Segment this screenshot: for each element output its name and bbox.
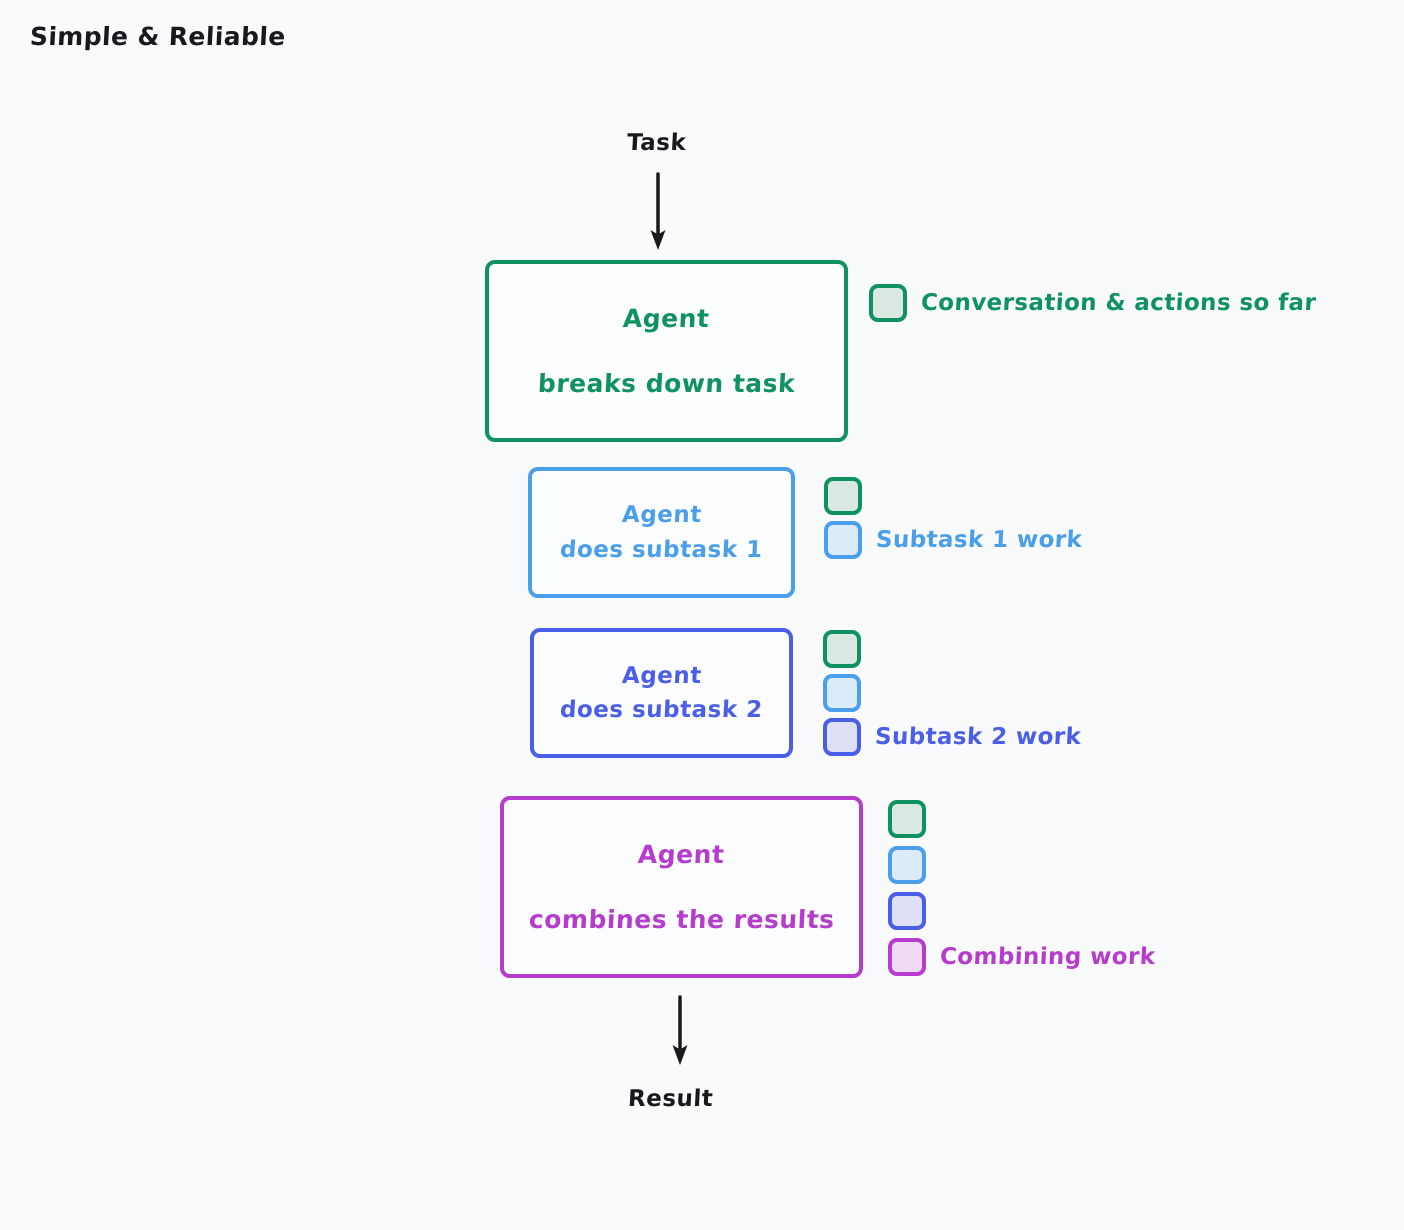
swatch-green-icon bbox=[869, 284, 907, 322]
swatch-indigo-icon bbox=[823, 718, 861, 756]
page-title: Simple & Reliable bbox=[29, 22, 287, 51]
agent-box-does-subtask-1[interactable]: Agent does subtask 1 bbox=[528, 467, 795, 598]
legend-group-subtask-2: Subtask 2 work bbox=[823, 630, 1082, 756]
swatch-blue-icon bbox=[823, 674, 861, 712]
legend-row bbox=[824, 477, 1082, 515]
legend-row bbox=[888, 846, 1155, 884]
swatch-green-icon bbox=[888, 800, 926, 838]
agent-box-combines-the-results[interactable]: Agent combines the results bbox=[500, 796, 863, 978]
swatch-purple-icon bbox=[888, 938, 926, 976]
legend-label-conversation: Conversation & actions so far bbox=[920, 290, 1317, 316]
legend-row bbox=[888, 800, 1155, 838]
legend-row bbox=[888, 892, 1155, 930]
agent-box-does-subtask-2[interactable]: Agent does subtask 2 bbox=[530, 628, 793, 758]
legend-group-conversation: Conversation & actions so far bbox=[869, 284, 1317, 322]
agent-box-line-2: does subtask 1 bbox=[559, 536, 764, 563]
legend-row bbox=[823, 630, 1081, 668]
legend-label-subtask-1: Subtask 1 work bbox=[875, 527, 1083, 553]
swatch-blue-icon bbox=[824, 521, 862, 559]
legend-row: Subtask 1 work bbox=[824, 521, 1083, 559]
agent-to-result-arrow bbox=[672, 995, 688, 1065]
agent-box-line-1: Agent bbox=[622, 304, 711, 333]
agent-box-line-1: Agent bbox=[637, 840, 726, 869]
legend-group-subtask-1: Subtask 1 work bbox=[824, 477, 1083, 559]
task-to-agent-arrow bbox=[650, 172, 666, 250]
swatch-green-icon bbox=[823, 630, 861, 668]
agent-box-breaks-down-task[interactable]: Agent breaks down task bbox=[485, 260, 848, 442]
result-label: Result bbox=[627, 1086, 714, 1112]
legend-label-combining: Combining work bbox=[939, 944, 1157, 970]
agent-box-line-1: Agent bbox=[620, 502, 703, 528]
legend-row bbox=[823, 674, 1081, 712]
agent-box-line-1: Agent bbox=[620, 662, 703, 689]
agent-box-line-2: does subtask 2 bbox=[559, 697, 764, 723]
legend-row: Subtask 2 work bbox=[823, 718, 1082, 756]
legend-label-subtask-2: Subtask 2 work bbox=[874, 724, 1082, 750]
task-label: Task bbox=[626, 130, 687, 156]
swatch-green-icon bbox=[824, 477, 862, 515]
agent-box-line-2: breaks down task bbox=[537, 369, 796, 398]
legend-row: Combining work bbox=[888, 938, 1157, 976]
swatch-blue-icon bbox=[888, 846, 926, 884]
swatch-indigo-icon bbox=[888, 892, 926, 930]
agent-box-line-2: combines the results bbox=[527, 905, 836, 934]
legend-row: Conversation & actions so far bbox=[869, 284, 1317, 322]
legend-group-combining: Combining work bbox=[888, 800, 1157, 976]
